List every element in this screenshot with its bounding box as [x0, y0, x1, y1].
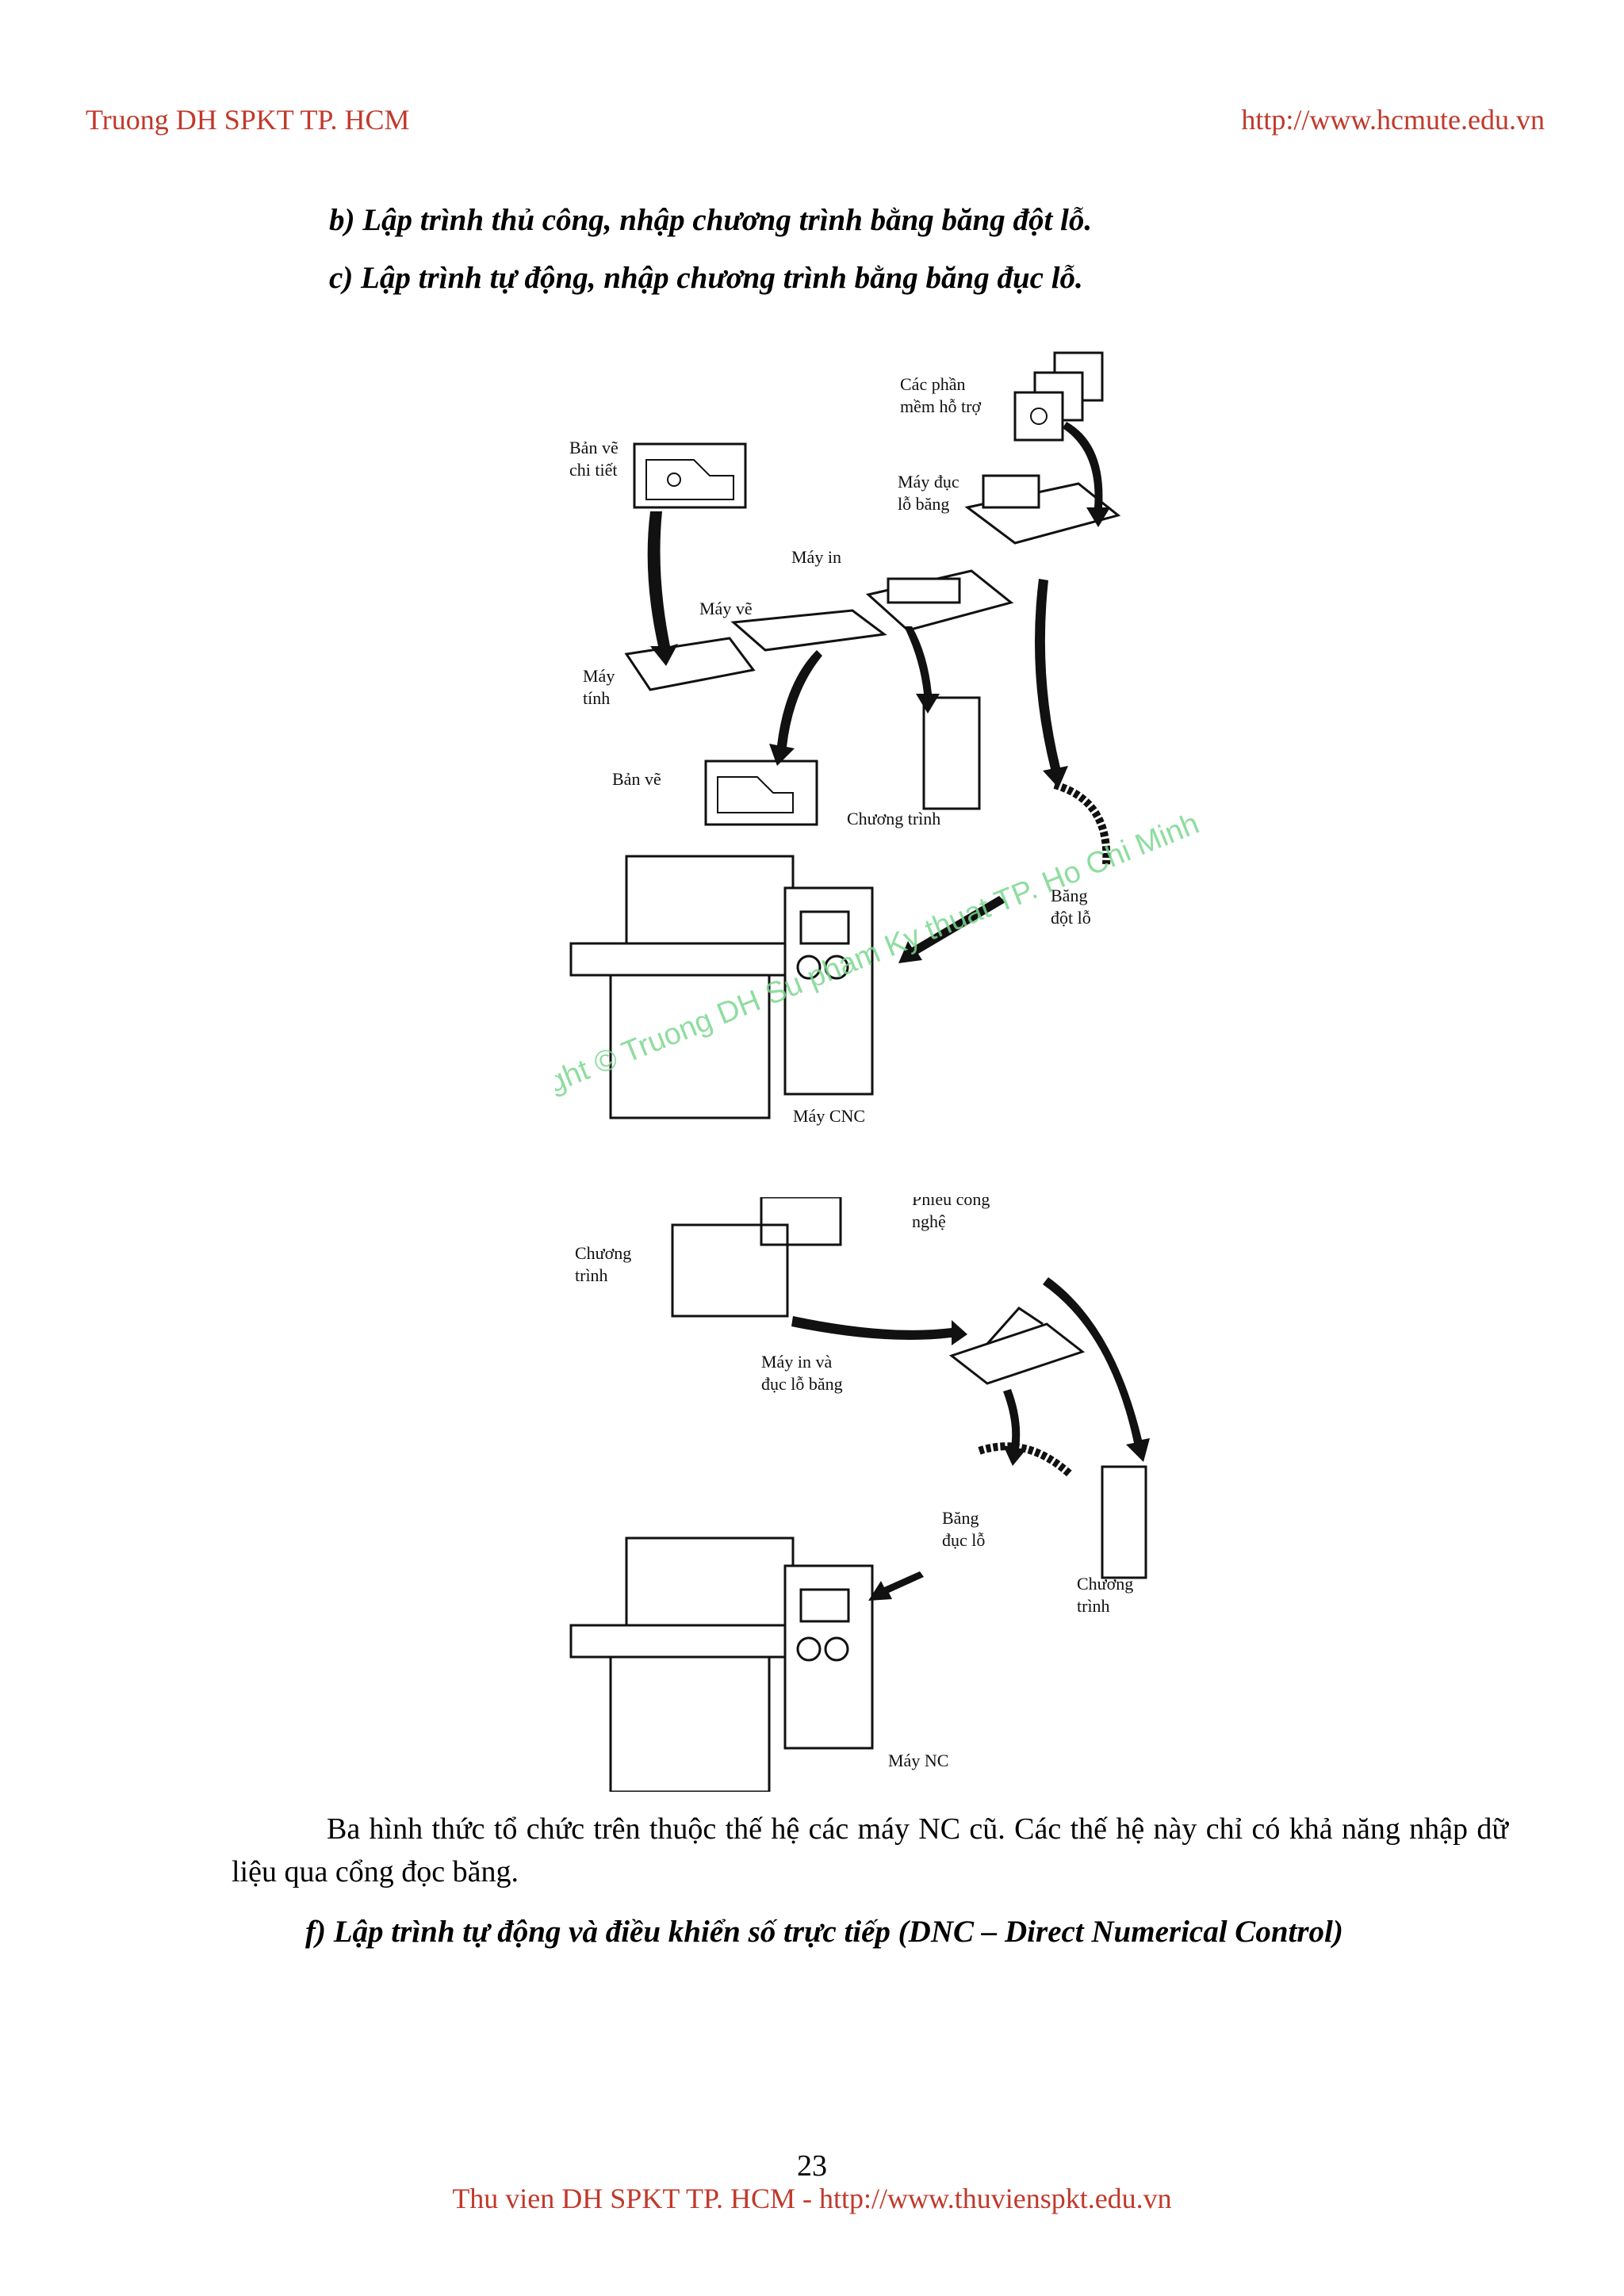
- label-cac-phan-mem-2: mềm hỗ trợ: [900, 396, 981, 416]
- label-may-duc-2: lỗ băng: [898, 494, 949, 514]
- label-phieu-cong-nghe-1: Phiếu công: [912, 1197, 990, 1209]
- label-may-nc: Máy NC: [888, 1751, 948, 1770]
- header-school-name: Truong DH SPKT TP. HCM: [86, 104, 410, 136]
- label-bang-dot-lo-2: đột lỗ: [1051, 908, 1091, 928]
- program-printout: [922, 696, 981, 810]
- body-paragraph: Ba hình thức tổ chức trên thuộc thế hệ c…: [232, 1808, 1508, 1893]
- figure-automatic-programming: Phiếu công nghệ Chương trình Máy in và đ…: [569, 1197, 1150, 1792]
- label-may-duc-1: Máy đục: [898, 472, 959, 492]
- figure-manual-programming: Bản vẽ chi tiết Các phần mềm hỗ trợ Máy …: [555, 351, 1204, 1132]
- label-may-ve: Máy vẽ: [699, 599, 753, 618]
- caption-c: c) Lập trình tự động, nhập chương trình …: [329, 261, 1083, 295]
- label-chuong-trinh: Chương trình: [847, 809, 940, 828]
- label-ban-ve-chi-tiet-1: Bản vẽ: [569, 438, 619, 457]
- punched-tape: [1053, 781, 1111, 865]
- label-ban-ve-chi-tiet-2: chi tiết: [569, 460, 617, 480]
- section-heading-f: f) Lập trình tự động và điều khiển số tr…: [305, 1915, 1343, 1949]
- body-paragraph-text: Ba hình thức tổ chức trên thuộc thế hệ c…: [232, 1812, 1508, 1888]
- label-phieu-cong-nghe-2: nghệ: [912, 1211, 946, 1231]
- label-chuong-trinh-right-2: trình: [1077, 1596, 1110, 1616]
- label-may-tinh-2: tính: [583, 688, 610, 708]
- header-url: http://www.hcmute.edu.vn: [1241, 104, 1545, 136]
- label-chuong-trinh-left-2: trình: [575, 1265, 608, 1285]
- program-printout-bottom: [1101, 1465, 1147, 1579]
- part-drawing-sheet: [633, 442, 747, 509]
- label-bang-dot-lo-1: Băng: [1051, 886, 1087, 905]
- label-may-in-va-duc-1: Máy in và: [761, 1352, 832, 1372]
- page-number: 23: [797, 2149, 827, 2183]
- label-may-in: Máy in: [791, 547, 841, 567]
- label-cac-phan-mem-1: Các phần: [900, 374, 965, 394]
- cnc-controller: [783, 886, 874, 1096]
- footer-library: Thu vien DH SPKT TP. HCM - http://www.th…: [452, 2183, 1172, 2214]
- label-bang-duc-lo-1: Băng: [942, 1508, 979, 1528]
- label-bang-duc-lo-2: đục lỗ: [942, 1530, 985, 1550]
- label-may-tinh-1: Máy: [583, 666, 615, 686]
- label-may-cnc: Máy CNC: [793, 1106, 865, 1126]
- label-chuong-trinh-left-1: Chương: [575, 1243, 631, 1263]
- caption-b: b) Lập trình thủ công, nhập chương trình…: [329, 203, 1093, 237]
- program-sheet-left: [671, 1223, 789, 1318]
- label-chuong-trinh-right-1: Chương: [1077, 1574, 1133, 1594]
- drawing-output: [704, 760, 818, 826]
- label-ban-ve: Bản vẽ: [612, 769, 661, 789]
- label-may-in-va-duc-2: đục lỗ băng: [761, 1374, 843, 1394]
